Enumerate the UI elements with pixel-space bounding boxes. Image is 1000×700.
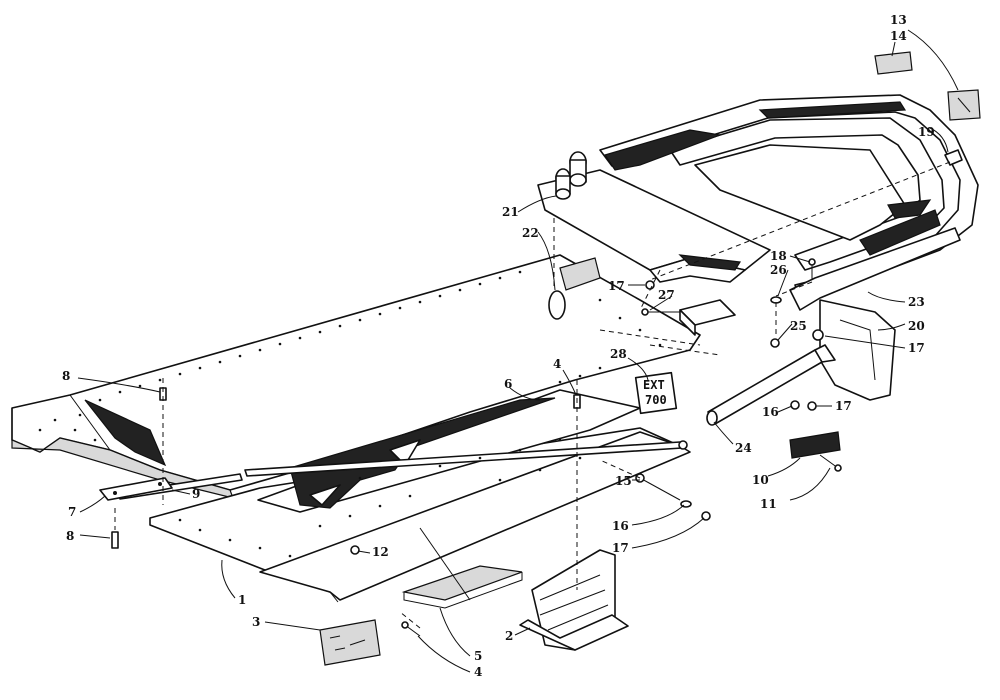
callout-9: 9 [192, 487, 200, 501]
callout-25: 25 [790, 319, 807, 333]
callout-16-right: 16 [762, 405, 779, 419]
callout-14: 14 [890, 29, 907, 43]
mount-bracket [519, 549, 629, 651]
rear-bumper [599, 94, 979, 401]
callout-13: 13 [890, 13, 907, 27]
callout-4-lower: 4 [474, 665, 482, 679]
callout-21: 21 [502, 205, 519, 219]
callout-18: 18 [770, 249, 787, 263]
bracket [99, 477, 173, 501]
callout-10: 10 [752, 473, 769, 487]
callout-16-lower: 16 [612, 519, 629, 533]
callout-17-right: 17 [908, 341, 925, 355]
callout-27: 27 [658, 288, 675, 302]
snow-flap [401, 527, 523, 609]
callout-24: 24 [735, 441, 752, 455]
callout-3: 3 [252, 615, 260, 629]
callout-26: 26 [770, 263, 787, 277]
decal-13 [874, 51, 913, 75]
callout-8-lower: 8 [66, 529, 74, 543]
upper-plate [537, 151, 771, 283]
callout-17-upper: 17 [608, 279, 625, 293]
callout-1: 1 [238, 593, 246, 607]
decal-14 [947, 89, 981, 121]
callout-5: 5 [474, 649, 482, 663]
callout-12: 12 [372, 545, 389, 559]
spacer-block [679, 299, 736, 336]
callout-7: 7 [68, 505, 76, 519]
callout-22: 22 [522, 226, 539, 240]
callout-17-mid: 17 [835, 399, 852, 413]
callout-labels: 13 14 19 21 22 18 26 17 27 23 20 25 17 2… [62, 13, 935, 679]
callout-4-upper: 4 [553, 357, 561, 371]
reflector [789, 431, 841, 459]
callout-20: 20 [908, 319, 925, 333]
reflector-upper [559, 257, 601, 291]
pivot-tube [706, 344, 836, 426]
callout-15: 15 [615, 474, 632, 488]
callout-17-lower: 17 [612, 541, 629, 555]
decal-plate [319, 619, 381, 666]
leader-lines [77, 29, 959, 673]
badge-line-2: 700 [645, 393, 667, 407]
callout-8-upper: 8 [62, 369, 70, 383]
hardware [111, 149, 963, 637]
model-badge: EXT 700 [634, 371, 678, 415]
callout-19: 19 [918, 125, 935, 139]
callout-28: 28 [610, 347, 627, 361]
callout-23: 23 [908, 295, 925, 309]
callout-6: 6 [504, 377, 512, 391]
callout-11: 11 [760, 497, 777, 511]
badge-line-1: EXT [643, 378, 665, 392]
callout-2: 2 [505, 629, 513, 643]
rivet-pattern [38, 270, 662, 558]
